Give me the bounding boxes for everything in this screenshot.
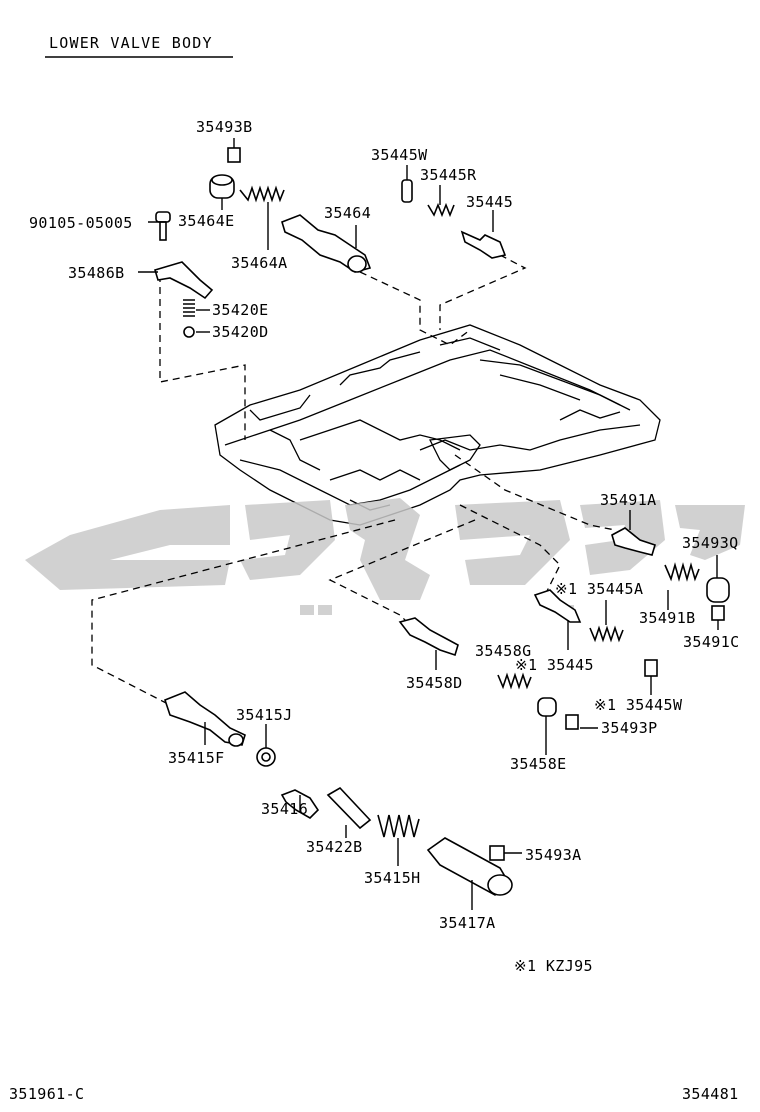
part-35458G-spring-icon xyxy=(497,672,532,690)
label-35458E: 35458E xyxy=(510,755,567,773)
label-35417A: 35417A xyxy=(439,914,496,932)
part-labels: 35493B 35445W 35445R 35445 35464E 35464 … xyxy=(29,118,740,932)
label-35491A: 35491A xyxy=(600,491,657,509)
assembly-dash-lines xyxy=(91,254,616,706)
label-35464: 35464 xyxy=(324,204,371,222)
part-35445R-spring-icon xyxy=(427,202,455,218)
label-35491B: 35491B xyxy=(639,609,696,627)
part-35464-valve-icon xyxy=(281,214,372,273)
label-35486B: 35486B xyxy=(68,264,125,282)
part-35493Q-icon xyxy=(706,577,730,603)
part-35445W-mid-icon xyxy=(644,659,658,677)
label-35415F: 35415F xyxy=(168,749,225,767)
footer-right-code: 354481 xyxy=(682,1085,739,1103)
label-35493Q: 35493Q xyxy=(682,534,739,552)
label-35422B: 35422B xyxy=(306,838,363,856)
part-35415J-ring-icon xyxy=(256,747,276,767)
label-35416: 35416 xyxy=(261,800,308,818)
label-35493B: 35493B xyxy=(196,118,253,136)
part-35415F-valve-icon xyxy=(164,691,246,747)
part-35415H-spring-icon xyxy=(377,814,420,838)
label-35464A: 35464A xyxy=(231,254,288,272)
part-35491A-icon xyxy=(611,527,656,556)
label-35493A: 35493A xyxy=(525,846,582,864)
part-35486B-bracket-icon xyxy=(154,261,214,300)
watermark-logo-icon xyxy=(25,498,745,615)
model-note: ※1 KZJ95 xyxy=(514,957,593,975)
label-35445-top: 35445 xyxy=(466,193,513,211)
label-90105-05005: 90105-05005 xyxy=(29,214,133,232)
part-35445-mid-valve-icon xyxy=(533,589,582,623)
label-35415J: 35415J xyxy=(236,706,293,724)
part-35493B-icon xyxy=(227,147,241,163)
label-35445W-top: 35445W xyxy=(371,146,428,164)
part-35420D-ball-icon xyxy=(183,326,195,338)
label-35445A: ※1 35445A xyxy=(555,580,643,598)
part-35493A-icon xyxy=(489,845,505,861)
part-90105-bolt-icon xyxy=(155,211,171,241)
part-35491C-icon xyxy=(711,605,725,621)
label-35464E: 35464E xyxy=(178,212,235,230)
label-35415H: 35415H xyxy=(364,869,421,887)
part-35491B-spring-icon xyxy=(664,562,700,582)
label-35445R: 35445R xyxy=(420,166,477,184)
label-35420E: 35420E xyxy=(212,301,269,319)
leader-lines xyxy=(138,138,719,910)
part-35422B-pin-icon xyxy=(326,786,372,830)
part-35464A-spring-icon xyxy=(239,185,285,203)
label-35491C: 35491C xyxy=(683,633,740,651)
label-35445-mid: ※1 35445 xyxy=(515,656,594,674)
part-35417A-sleeve-icon xyxy=(426,837,513,896)
label-35445W-mid: ※1 35445W xyxy=(594,696,683,714)
part-35445W-top-icon xyxy=(401,179,413,203)
part-35420E-spring-icon xyxy=(183,299,195,317)
label-35493P: 35493P xyxy=(601,719,658,737)
part-35458E-icon xyxy=(537,697,557,717)
part-35464E-icon xyxy=(209,174,235,199)
label-35458D: 35458D xyxy=(406,674,463,692)
part-35445-top-icon xyxy=(460,230,507,259)
part-35493P-icon xyxy=(565,714,579,730)
footer-left-code: 351961-C xyxy=(9,1085,84,1103)
valve-body-housing xyxy=(214,324,661,526)
label-35420D: 35420D xyxy=(212,323,269,341)
diagram-title: LOWER VALVE BODY xyxy=(49,34,213,52)
label-35458G: 35458G xyxy=(475,642,532,660)
part-35458D-valve-icon xyxy=(398,617,459,657)
part-35445A-spring-icon xyxy=(589,625,624,643)
